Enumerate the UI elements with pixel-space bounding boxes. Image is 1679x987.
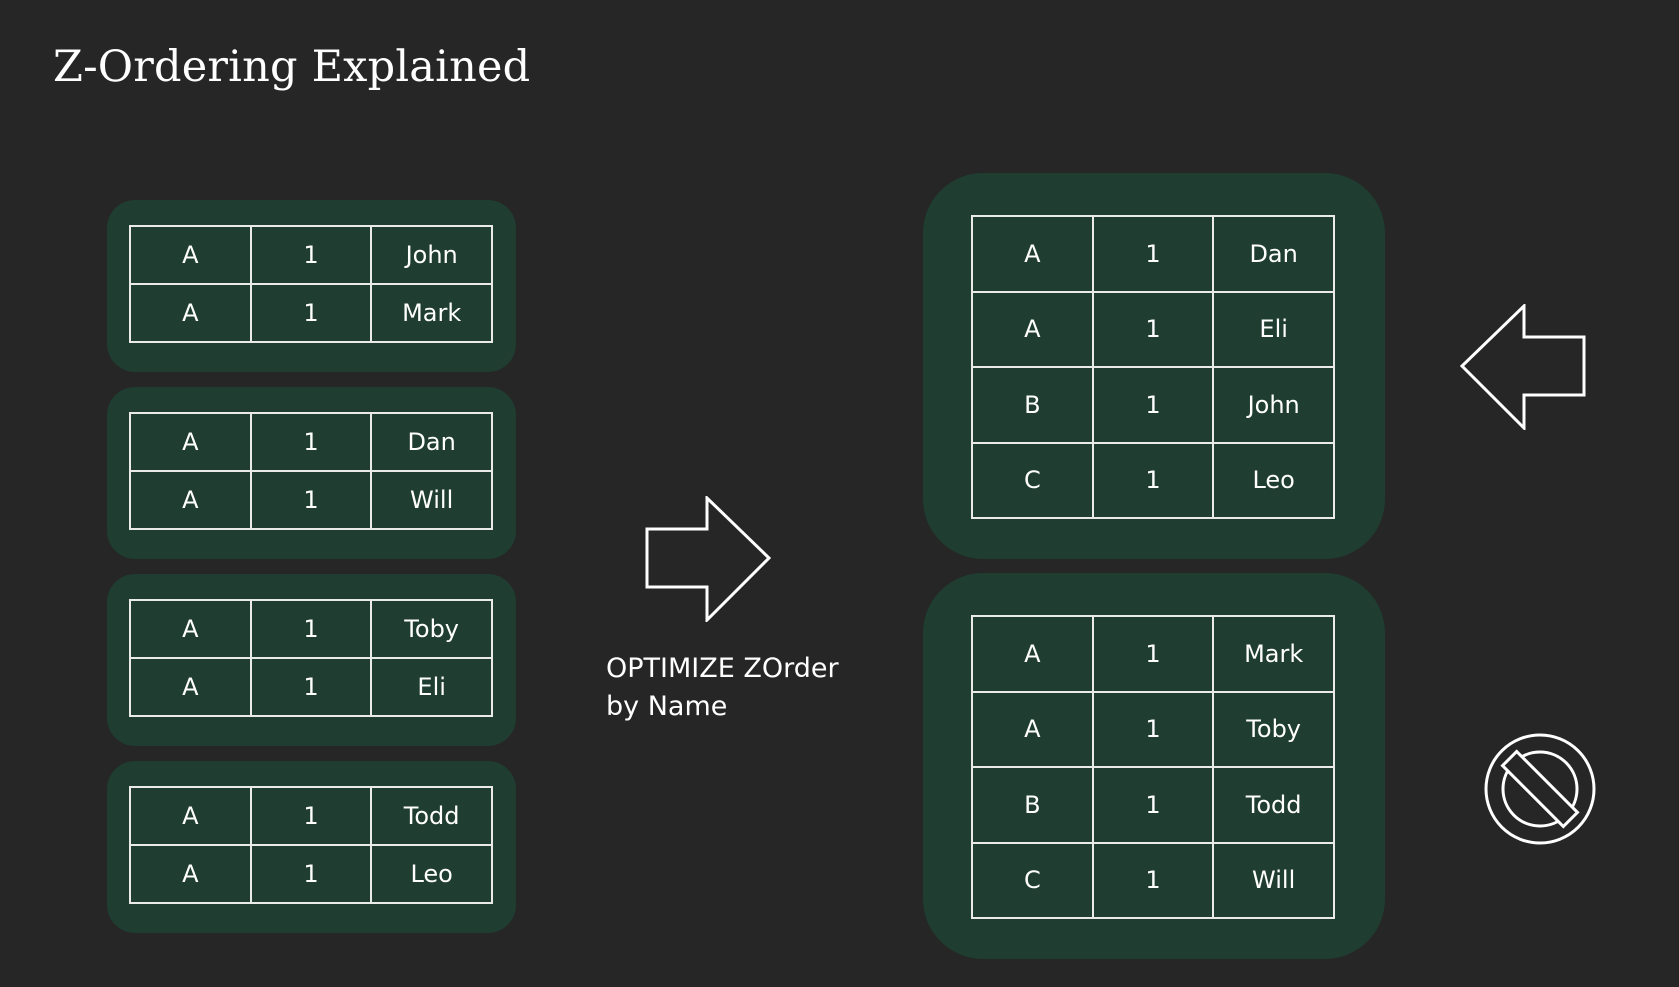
table-cell: 1: [249, 786, 373, 846]
table-cell: A: [129, 283, 252, 343]
table-cell: Todd: [370, 786, 493, 846]
table-cell: Eli: [370, 657, 493, 717]
table-cell: A: [129, 470, 252, 530]
table-cell: 1: [1091, 766, 1215, 844]
table-cell: A: [129, 786, 252, 846]
table-cell: A: [971, 215, 1094, 293]
table-cell: Dan: [370, 412, 493, 472]
no-entry-icon: [1484, 733, 1596, 845]
table-cell: 1: [1091, 441, 1215, 519]
table-cell: Leo: [1212, 441, 1335, 519]
optimize-caption: OPTIMIZE ZOrder by Name: [606, 650, 839, 726]
table-cell: C: [971, 441, 1094, 519]
table-cell: A: [971, 690, 1094, 768]
table-cell: John: [1212, 366, 1335, 444]
table-cell: Eli: [1212, 290, 1335, 368]
table-cell: 1: [249, 844, 373, 904]
table-cell: 1: [249, 657, 373, 717]
table-cell: A: [129, 657, 252, 717]
table-cell: Toby: [370, 599, 493, 659]
table-cell: Leo: [370, 844, 493, 904]
table-cell: Toby: [1212, 690, 1335, 768]
arrow-left-icon: [1460, 304, 1586, 430]
table-cell: Will: [370, 470, 493, 530]
table-cell: Todd: [1212, 766, 1335, 844]
table-cell: A: [971, 290, 1094, 368]
table-cell: 1: [1091, 690, 1215, 768]
arrow-right-icon: [645, 496, 771, 622]
table-cell: A: [129, 412, 252, 472]
table-cell: 1: [249, 412, 373, 472]
page-title: Z-Ordering Explained: [53, 42, 531, 92]
table-cell: 1: [249, 283, 373, 343]
table-cell: 1: [249, 599, 373, 659]
table-cell: 1: [1091, 841, 1215, 919]
table-cell: 1: [249, 470, 373, 530]
table-cell: Mark: [370, 283, 493, 343]
caption-line-1: OPTIMIZE ZOrder: [606, 653, 839, 684]
table-cell: B: [971, 366, 1094, 444]
table-cell: 1: [249, 225, 373, 285]
table-cell: John: [370, 225, 493, 285]
table-cell: B: [971, 766, 1094, 844]
table-cell: Will: [1212, 841, 1335, 919]
table-cell: Mark: [1212, 615, 1335, 693]
table-cell: A: [129, 844, 252, 904]
table-cell: A: [129, 599, 252, 659]
caption-line-2: by Name: [606, 691, 728, 722]
table-cell: A: [971, 615, 1094, 693]
table-cell: Dan: [1212, 215, 1335, 293]
table-cell: 1: [1091, 290, 1215, 368]
table-cell: 1: [1091, 615, 1215, 693]
table-cell: C: [971, 841, 1094, 919]
table-cell: 1: [1091, 366, 1215, 444]
table-cell: A: [129, 225, 252, 285]
table-cell: 1: [1091, 215, 1215, 293]
